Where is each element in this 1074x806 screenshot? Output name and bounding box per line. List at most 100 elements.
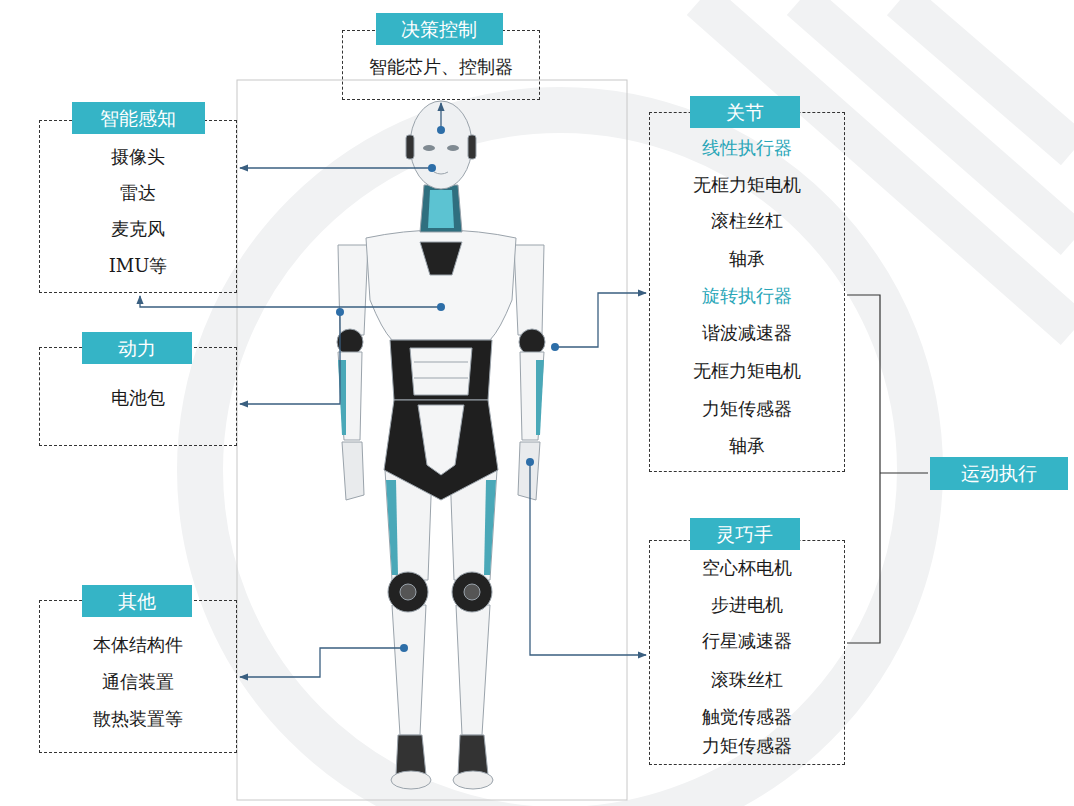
robot-part [391,771,431,789]
category-box: 决策控制智能芯片、控制器 [342,30,540,100]
heading-tab: 灵巧手 [690,518,800,550]
robot-part [410,348,472,395]
robot-part [447,145,459,151]
robot [337,101,545,789]
robot-part [519,329,545,355]
watermark [200,0,1074,806]
leader-lines [140,103,646,677]
robot-part [240,312,340,404]
robot-part [338,360,346,435]
robot-part [458,735,488,775]
component-item: 通信装置 [40,670,236,694]
robot-part [530,462,646,655]
robot-part [484,480,496,575]
robot-part [468,135,476,159]
robot-part [390,340,492,400]
component-item: 智能芯片、控制器 [343,55,539,79]
component-item: 本体结构件 [40,633,236,657]
robot-part [423,145,435,151]
robot-part [536,360,544,435]
robot-part [434,172,448,174]
robot-part [420,185,462,232]
category-box: 灵巧手空心杯电机步进电机行星减速器滚珠丝杠触觉传感器力矩传感器 [649,540,845,765]
component-item: 麦克风 [40,217,236,241]
component-item: IMU等 [40,254,236,278]
leader-dots [336,126,559,652]
component-item: 线性执行器 [650,136,844,160]
component-item: 力矩传感器 [650,734,844,758]
robot-part [437,303,445,311]
component-item: 旋转执行器 [650,284,844,308]
robot-part [514,245,544,335]
robot-part [428,164,436,172]
component-item: 无框力矩电机 [650,173,844,197]
robot-part [140,296,441,307]
robot-part [456,605,490,735]
robot-part [520,352,544,440]
component-item: 滚珠丝杠 [650,668,844,692]
robot-part [464,584,480,600]
robot-part [386,480,398,575]
component-item: 触觉传感器 [650,705,844,729]
robot-part [440,103,441,130]
component-item: 电池包 [40,386,236,410]
robot-part [388,572,428,612]
robot-part [406,135,414,159]
robot-part [366,230,516,340]
component-item: 雷达 [40,181,236,205]
component-item: 轴承 [650,247,844,271]
component-item: 力矩传感器 [650,397,844,421]
component-item: 散热装置等 [40,707,236,731]
robot-part [453,771,493,789]
category-box: 动力电池包 [39,347,237,446]
robot-part [551,343,559,351]
heading-tab: 关节 [690,96,800,128]
robot-part [452,572,492,612]
robot-part [396,735,426,775]
robot-part [414,362,468,378]
group-box: 运动执行 [930,457,1068,490]
category-box: 关节线性执行器无框力矩电机滚柱丝杠轴承旋转执行器谐波减速器无框力矩电机力矩传感器… [649,112,845,472]
robot-part [526,458,534,466]
robot-part [240,648,404,677]
robot-part [428,190,454,228]
component-item: 空心杯电机 [650,556,844,580]
robot-part [410,101,472,189]
bracket [847,295,928,643]
heading-tab: 决策控制 [376,13,503,45]
robot-part [900,0,1074,150]
robot-part [400,584,416,600]
robot-part [336,308,344,316]
heading-tab: 智能感知 [72,102,205,134]
heading-tab: 动力 [82,332,192,364]
robot-part [700,0,1074,330]
robot-part [338,352,362,440]
component-item: 滚柱丝杠 [650,209,844,233]
component-item: 步进电机 [650,593,844,617]
robot-part [337,329,363,355]
robot-part [392,605,426,735]
component-item: 轴承 [650,434,844,458]
component-item: 摄像头 [40,145,236,169]
robot-part [400,644,408,652]
category-box: 其他本体结构件通信装置散热装置等 [39,600,237,753]
component-item: 无框力矩电机 [650,359,844,383]
robot-part [338,245,368,335]
component-item: 行星减速器 [650,629,844,653]
component-item: 谐波减速器 [650,321,844,345]
frame [237,80,627,800]
robot-part [420,242,462,275]
robot-part [800,0,1074,240]
robot-part [555,293,646,347]
category-box: 智能感知摄像头雷达麦克风IMU等 [39,120,237,293]
robot-part [518,442,540,500]
robot-part [384,400,498,500]
robot-part [200,110,920,806]
robot-part [240,167,432,168]
robot-part [342,442,364,500]
heading-tab: 其他 [82,585,192,617]
robot-part [437,126,445,134]
robot-part [418,405,464,475]
group-label: 运动执行 [961,461,1037,487]
